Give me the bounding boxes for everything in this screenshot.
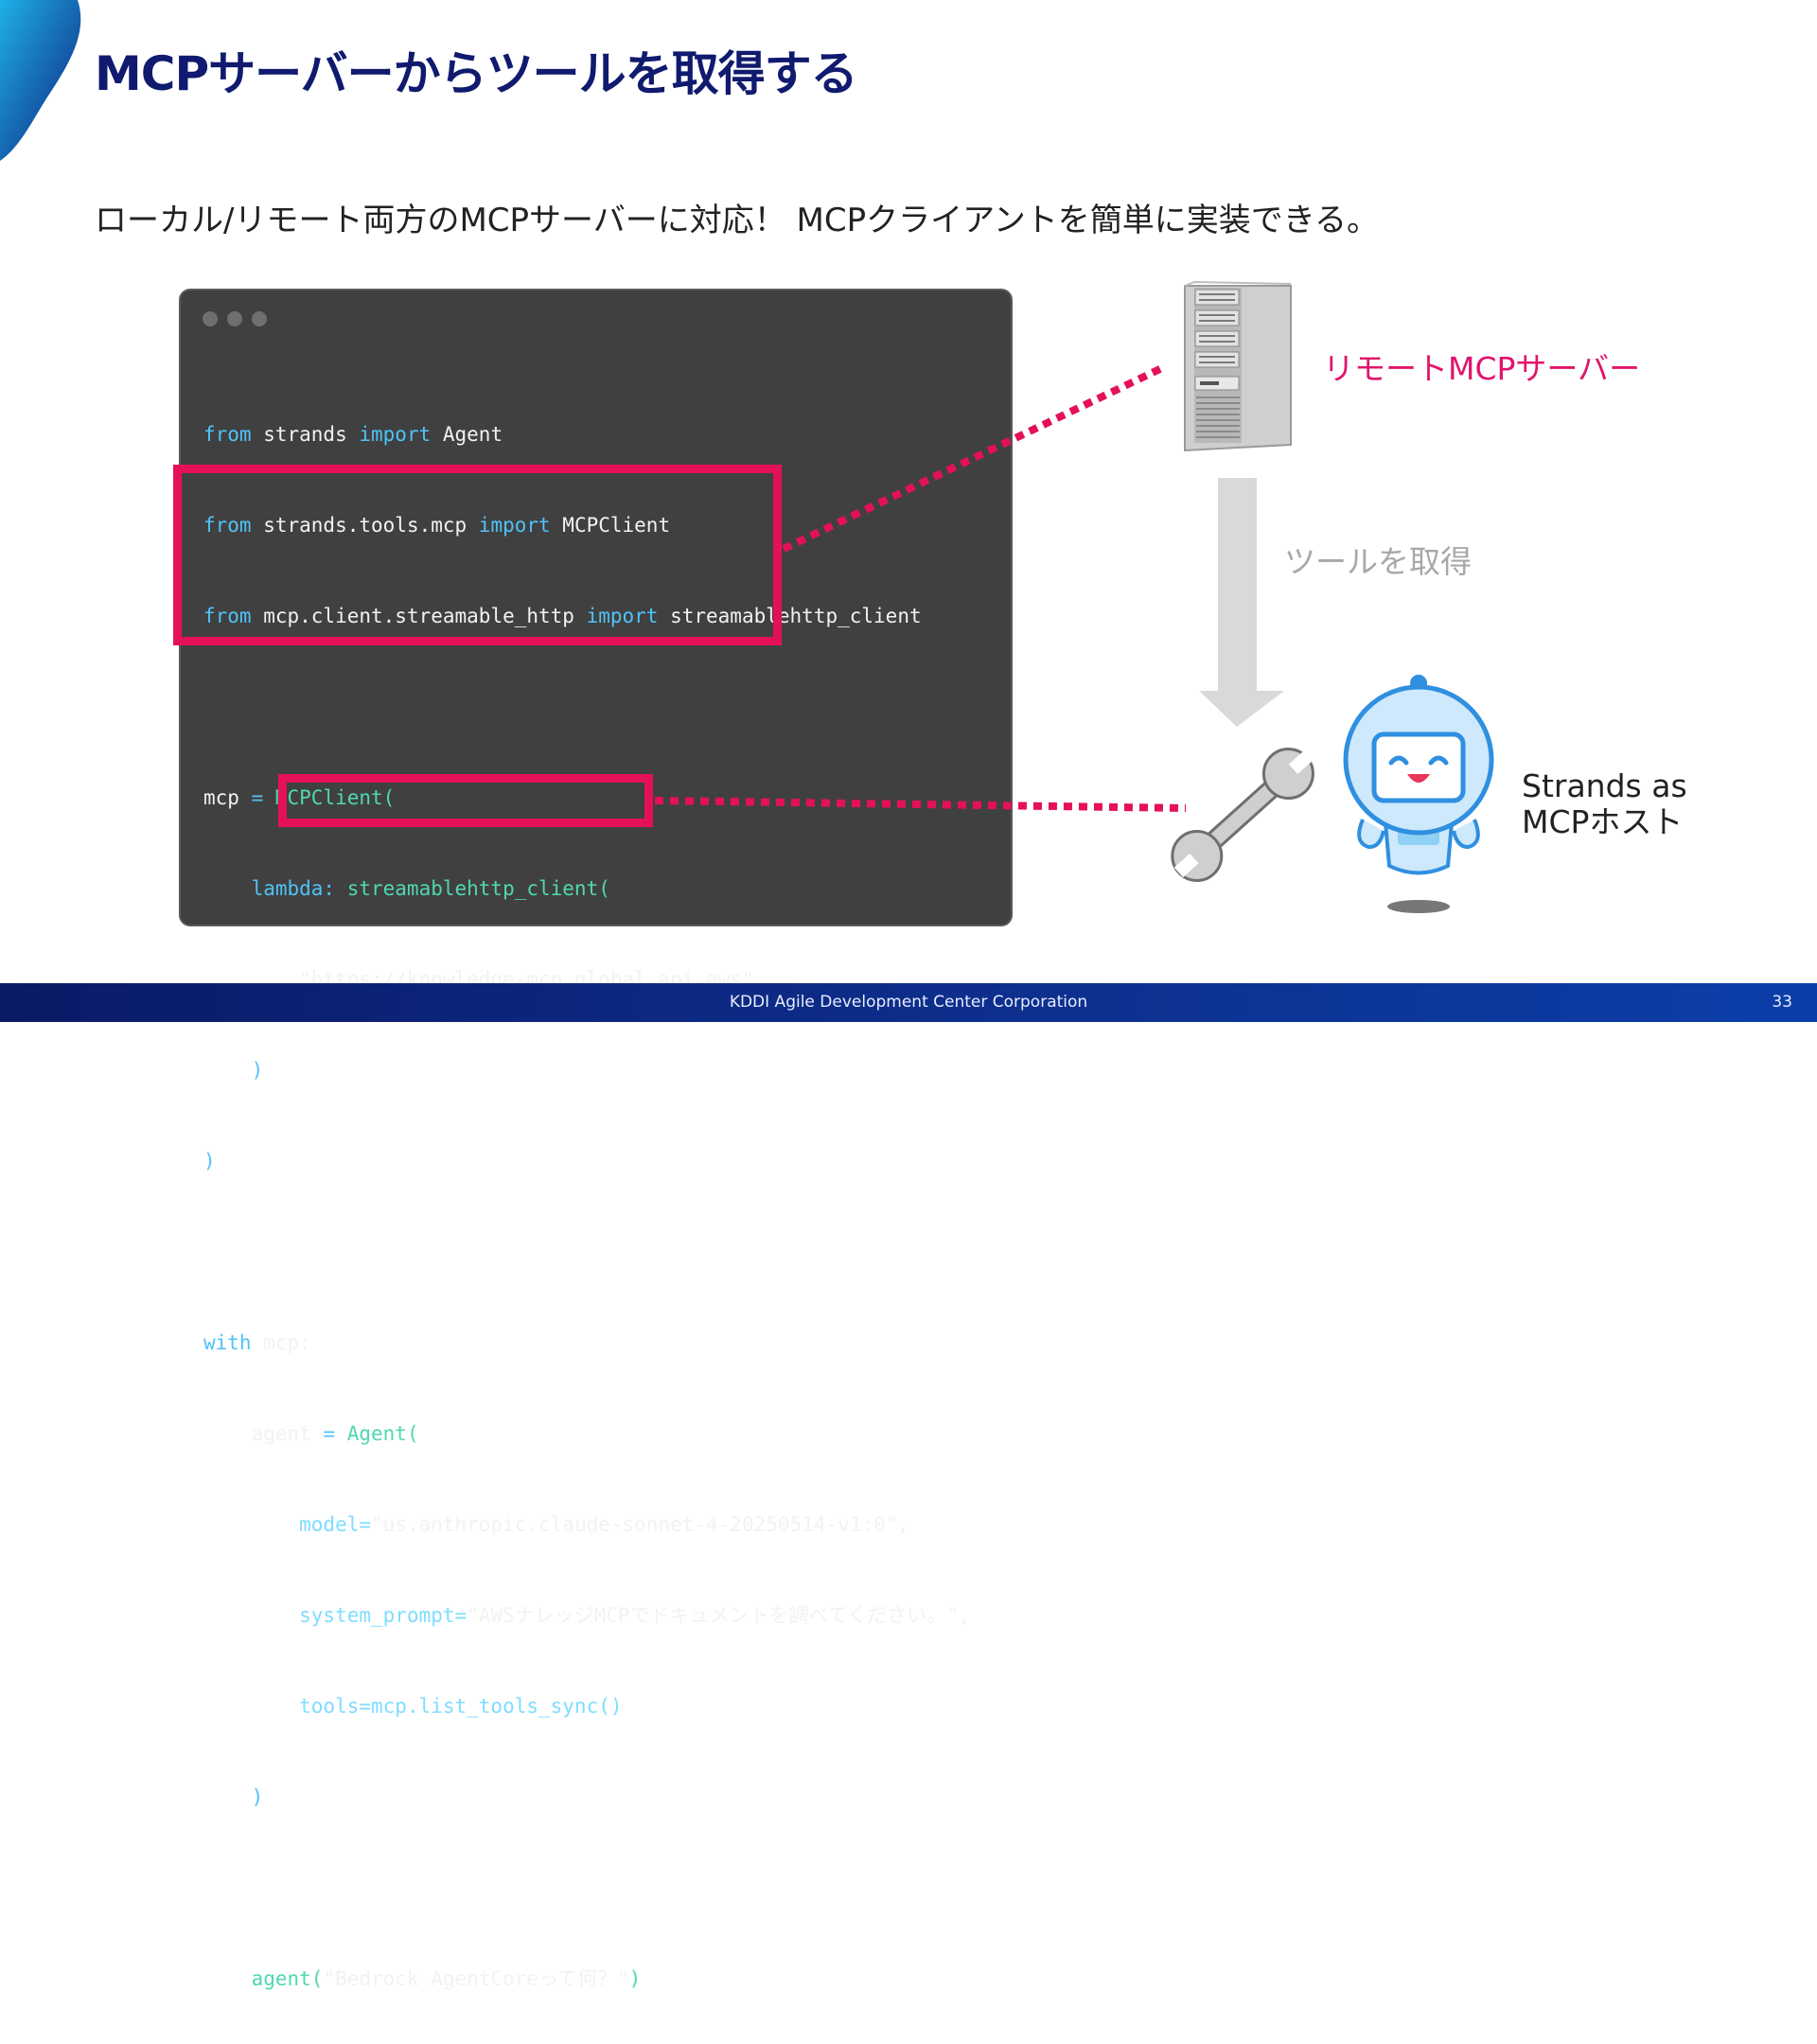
get-tools-label: ツールを取得 [1284, 543, 1472, 580]
window-dot-icon [227, 311, 242, 326]
wrench-icon [1171, 748, 1314, 882]
footer-bar: KDDI Agile Development Center Corporatio… [0, 983, 1817, 1022]
code-line-mcp-4: ) [203, 1059, 264, 1082]
code-line-with-4: system_prompt="AWSナレッジMCPでドキュメントを調べてください… [203, 1604, 971, 1627]
corner-decoration [0, 0, 81, 161]
footer-company: KDDI Agile Development Center Corporatio… [729, 993, 1088, 1012]
diagram-overlay [654, 280, 1494, 913]
mcp-host-label-line1: Strands as [1522, 767, 1687, 804]
connector-remote-line [782, 362, 1168, 553]
code-line-with-2: agent = Agent( [203, 1422, 419, 1445]
slide-subtitle: ローカル/リモート両方のMCPサーバーに対応！ MCPクライアントを簡単に実装で… [95, 202, 1380, 239]
code-line-mcp-2: lambda: streamablehttp_client( [203, 877, 610, 900]
mcp-host-label: Strands as MCPホスト [1522, 768, 1687, 840]
connector-tools-line [654, 797, 1187, 812]
code-line-import-2: from strands.tools.mcp import MCPClient [203, 514, 671, 537]
robot-icon [1343, 675, 1494, 913]
window-dot-icon [252, 311, 267, 326]
code-line-mcp-5: ) [203, 1150, 216, 1172]
code-line-with-5: tools=mcp.list_tools_sync() [203, 1695, 623, 1718]
page-number: 33 [1772, 993, 1792, 1012]
down-arrow-icon [1199, 478, 1284, 727]
slide-title: MCPサーバーからツールを取得する [95, 46, 858, 101]
code-line-blank [203, 1873, 970, 1903]
mcp-client-highlight-box [173, 465, 782, 645]
mcp-host-label-line2: MCPホスト [1522, 803, 1684, 840]
code-line-with-3: model="us.anthropic.claude-sonnet-4-2025… [203, 1513, 909, 1536]
code-line-mcp-1: mcp = MCPClient( [203, 786, 396, 809]
code-line-with-6: ) [203, 1786, 264, 1808]
code-line-blank [203, 1237, 970, 1267]
code-line-with-1: with mcp: [203, 1331, 311, 1354]
code-line-import-3: from mcp.client.streamable_http import s… [203, 605, 922, 627]
list-tools-highlight-box [278, 774, 653, 827]
code-line-import-1: from strands import Agent [203, 423, 503, 446]
remote-mcp-server-label: リモートMCPサーバー [1323, 350, 1641, 387]
code-line-with-7: agent("Bedrock AgentCoreって何？") [203, 1967, 642, 1990]
server-icon [1184, 280, 1292, 452]
window-dot-icon [203, 311, 218, 326]
window-dots [203, 311, 276, 330]
